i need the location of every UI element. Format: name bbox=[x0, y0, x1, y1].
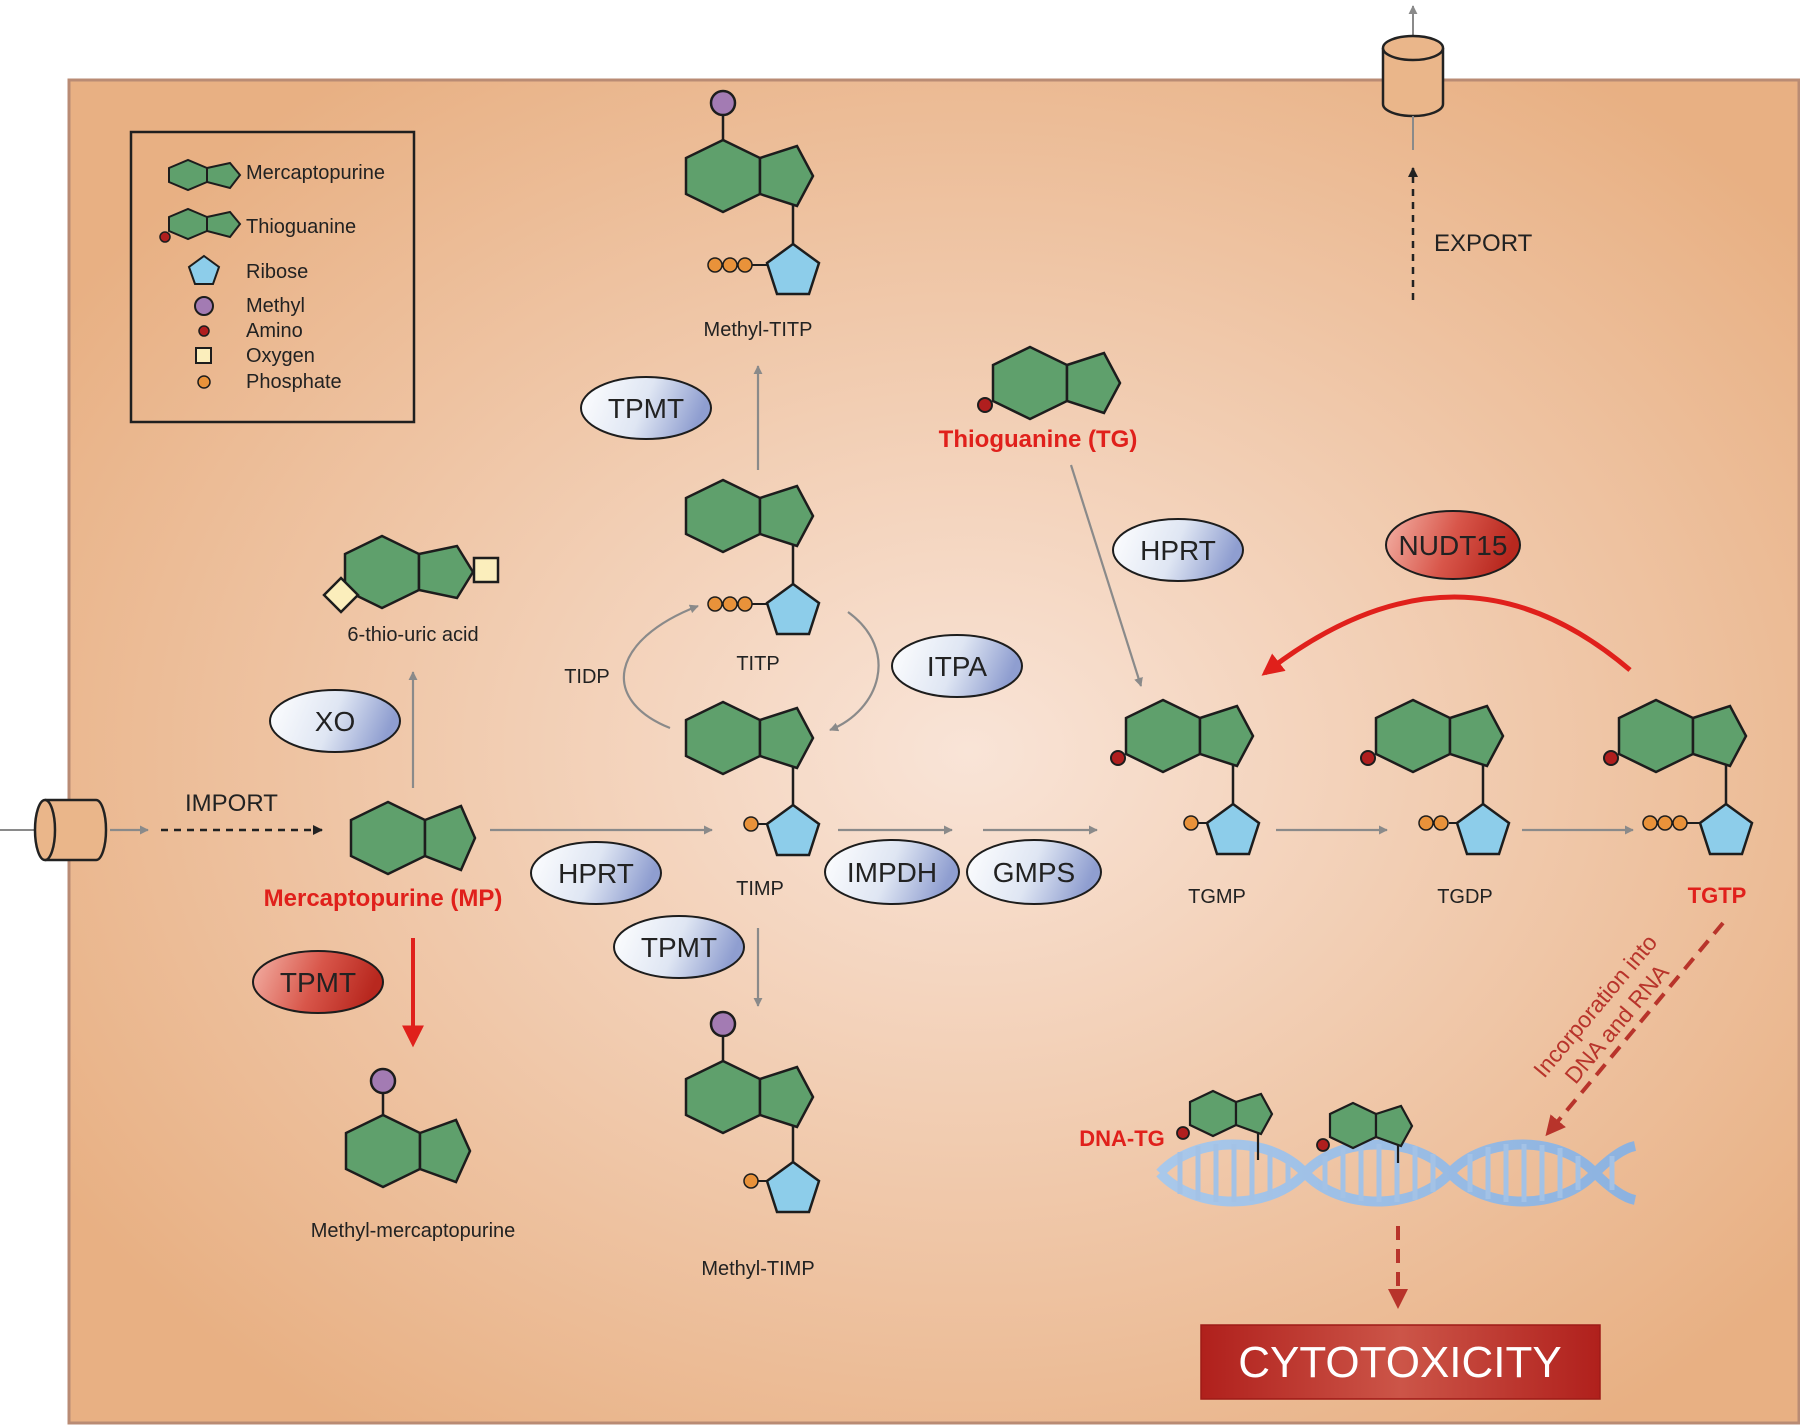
legend-label-amino: Amino bbox=[246, 320, 303, 342]
legend-label-oxygen: Oxygen bbox=[246, 345, 315, 367]
legend-mercaptopurine-icon bbox=[168, 158, 242, 192]
import-label: IMPORT bbox=[185, 790, 278, 817]
enzyme-tpmt-mp-label: TPMT bbox=[280, 967, 356, 998]
enzyme-hprt-mp[interactable]: HPRT bbox=[530, 841, 662, 905]
enzyme-tpmt-titp[interactable]: TPMT bbox=[580, 376, 712, 440]
legend-label-mercaptopurine: Mercaptopurine bbox=[246, 162, 385, 184]
arrow-tg-to-tgmp bbox=[1069, 464, 1143, 687]
arrow-nudt15-tgtp-to-tgmp[interactable] bbox=[1261, 594, 1632, 676]
legend-ribose-icon bbox=[187, 254, 221, 285]
legend-label-phosphate: Phosphate bbox=[246, 371, 342, 393]
legend-label-thioguanine: Thioguanine bbox=[246, 216, 356, 238]
legend-amino-icon bbox=[198, 325, 210, 337]
methyl-titp-label: Methyl-TITP bbox=[704, 319, 813, 341]
enzyme-itpa[interactable]: ITPA bbox=[891, 634, 1023, 698]
tgtp-label: TGTP bbox=[1688, 883, 1747, 908]
legend-phosphate-icon bbox=[197, 375, 211, 389]
enzyme-xo-label: XO bbox=[315, 706, 355, 737]
enzyme-gmps[interactable]: GMPS bbox=[966, 839, 1102, 905]
dna-tg-adduct-2 bbox=[1316, 1101, 1414, 1163]
enzyme-hprt-mp-label: HPRT bbox=[558, 858, 634, 889]
methyl-titp-molecule bbox=[684, 89, 821, 296]
enzyme-impdh[interactable]: IMPDH bbox=[824, 839, 960, 905]
export-transporter bbox=[1381, 5, 1445, 150]
timp-molecule bbox=[684, 700, 821, 857]
legend-oxygen-icon bbox=[195, 347, 212, 364]
thio-uric-acid-label: 6-thio-uric acid bbox=[347, 624, 478, 646]
enzyme-nudt15-label: NUDT15 bbox=[1399, 530, 1508, 561]
enzyme-gmps-label: GMPS bbox=[993, 857, 1075, 888]
cytotoxicity-label: CYTOTOXICITY bbox=[1238, 1338, 1562, 1387]
enzyme-nudt15[interactable]: NUDT15 bbox=[1385, 510, 1521, 580]
import-transporter bbox=[0, 798, 149, 862]
enzyme-tpmt-timp[interactable]: TPMT bbox=[613, 915, 745, 979]
dna-tg-label: DNA-TG bbox=[1079, 1126, 1165, 1151]
arrow-titp-to-timp bbox=[829, 611, 880, 732]
export-label: EXPORT bbox=[1434, 230, 1533, 257]
tgmp-molecule bbox=[1110, 698, 1261, 856]
mercaptopurine-label: Mercaptopurine (MP) bbox=[264, 885, 503, 912]
legend-box bbox=[129, 130, 416, 424]
dna-tg-adduct-1 bbox=[1176, 1089, 1274, 1160]
tidp-label: TIDP bbox=[564, 666, 610, 688]
legend-label-methyl: Methyl bbox=[246, 295, 305, 317]
enzyme-xo[interactable]: XO bbox=[269, 689, 401, 753]
legend: Mercaptopurine Thioguanine Ribose Methyl… bbox=[129, 130, 416, 424]
enzyme-itpa-label: ITPA bbox=[927, 651, 987, 682]
methyl-timp-label: Methyl-TIMP bbox=[701, 1258, 814, 1280]
legend-thioguanine-icon bbox=[159, 207, 242, 243]
legend-methyl-icon bbox=[194, 296, 214, 316]
tgtp-molecule bbox=[1603, 698, 1754, 856]
cytotoxicity-box bbox=[1200, 1324, 1601, 1400]
enzyme-hprt-tg[interactable]: HPRT bbox=[1112, 518, 1244, 582]
methyl-timp-molecule bbox=[684, 1010, 821, 1214]
methyl-mercaptopurine-label: Methyl-mercaptopurine bbox=[311, 1220, 516, 1242]
mercaptopurine-molecule bbox=[349, 800, 477, 876]
enzyme-tpmt-titp-label: TPMT bbox=[608, 393, 684, 424]
titp-molecule bbox=[684, 478, 821, 636]
thio-uric-acid-molecule bbox=[322, 534, 500, 614]
thioguanine-label: Thioguanine (TG) bbox=[939, 426, 1138, 453]
enzyme-impdh-label: IMPDH bbox=[847, 857, 937, 888]
tgdp-molecule bbox=[1360, 698, 1511, 856]
timp-label: TIMP bbox=[736, 878, 784, 900]
tgmp-label: TGMP bbox=[1188, 886, 1246, 908]
arrow-tidp-to-titp bbox=[622, 604, 699, 730]
enzyme-hprt-tg-label: HPRT bbox=[1140, 535, 1216, 566]
tgdp-label: TGDP bbox=[1437, 886, 1493, 908]
enzyme-tpmt-mp[interactable]: TPMT bbox=[252, 950, 384, 1014]
thioguanine-molecule bbox=[977, 345, 1122, 421]
methyl-mercaptopurine-molecule bbox=[344, 1067, 472, 1189]
legend-label-ribose: Ribose bbox=[246, 261, 308, 283]
titp-label: TITP bbox=[736, 653, 779, 675]
enzyme-tpmt-timp-label: TPMT bbox=[641, 932, 717, 963]
